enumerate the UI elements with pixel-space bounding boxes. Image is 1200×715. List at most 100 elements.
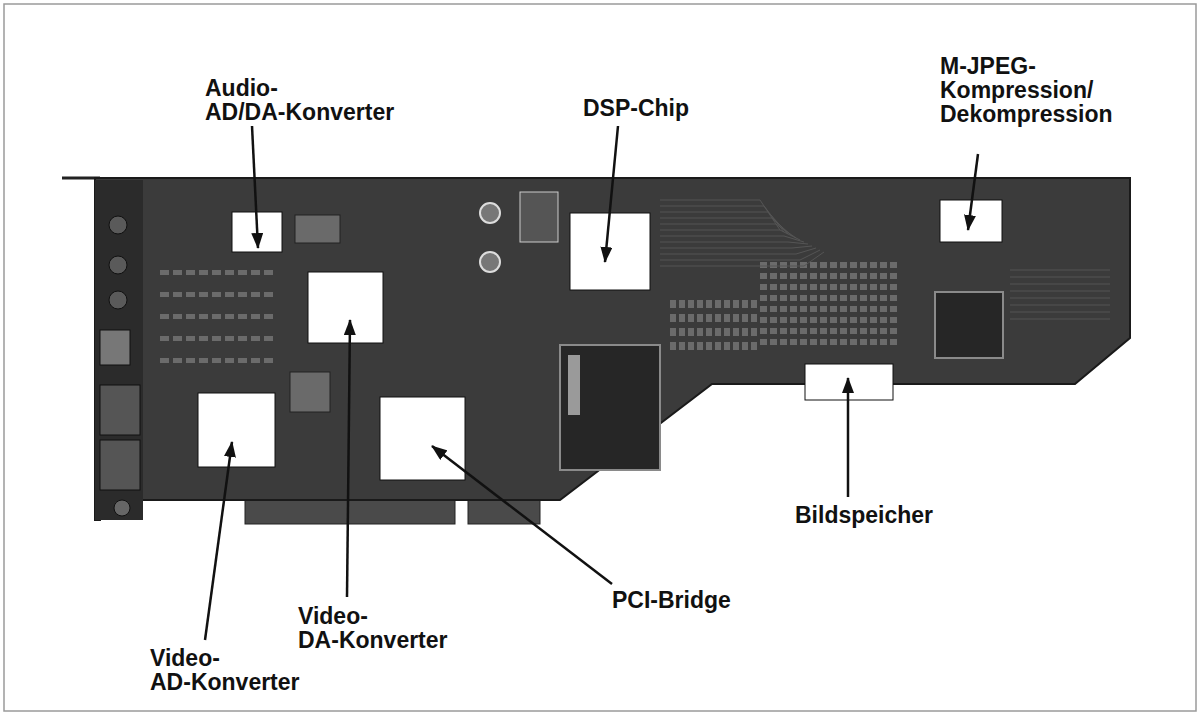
frame [4, 4, 1196, 711]
board-component [780, 284, 787, 290]
board-component [850, 339, 857, 345]
jack [100, 440, 140, 490]
board-component [199, 336, 208, 341]
board-component [870, 284, 877, 290]
board-component [770, 328, 777, 334]
board-component [840, 262, 847, 268]
board-component [850, 295, 857, 301]
board-component [173, 292, 182, 297]
label-line: PCI-Bridge [612, 588, 731, 612]
board-component [251, 292, 260, 297]
board-trace [660, 252, 824, 266]
board-component [830, 306, 837, 312]
board-component [238, 270, 247, 275]
board-component [264, 336, 273, 341]
board-component [212, 314, 221, 319]
board-component [225, 336, 234, 341]
board-component [264, 270, 273, 275]
board-component [238, 336, 247, 341]
part-label: Video- AD-Konverter [150, 646, 300, 694]
board-trace [1010, 270, 1110, 271]
board-component [733, 300, 739, 308]
board-component [742, 342, 748, 350]
board-component [715, 300, 721, 308]
board-component [760, 273, 767, 279]
part-label: Audio- AD/DA-Konverter [205, 76, 394, 124]
board-component [860, 262, 867, 268]
board-component [820, 317, 827, 323]
board-component [810, 295, 817, 301]
board-component [225, 292, 234, 297]
board-component [880, 328, 887, 334]
board-component [733, 314, 739, 322]
board-trace [660, 212, 788, 234]
crystal [520, 192, 558, 242]
board-component [890, 339, 897, 345]
board-trace [1010, 305, 1110, 306]
board-component [238, 358, 247, 363]
board-component [760, 262, 767, 268]
board-component [880, 273, 887, 279]
chip [935, 292, 1003, 358]
board-component [860, 284, 867, 290]
board-component [880, 262, 887, 268]
board-component [800, 295, 807, 301]
board-trace [660, 206, 784, 232]
board-component [688, 342, 694, 350]
board-component [760, 306, 767, 312]
board-component [790, 295, 797, 301]
jack [109, 291, 127, 309]
board-component [225, 358, 234, 363]
board-component [706, 342, 712, 350]
board-component [697, 300, 703, 308]
board-component [880, 295, 887, 301]
board-component [186, 270, 195, 275]
board-trace [660, 200, 780, 230]
board-component [186, 314, 195, 319]
board-component [830, 284, 837, 290]
board-component [830, 339, 837, 345]
board-component [860, 328, 867, 334]
label-line: Bildspeicher [795, 503, 933, 527]
board-component [742, 300, 748, 308]
part-label: Bildspeicher [795, 503, 933, 527]
board-component [820, 284, 827, 290]
jack [109, 256, 127, 274]
leader-arrow [347, 320, 350, 597]
board-component [800, 284, 807, 290]
board-component [679, 328, 685, 336]
board-trace [1010, 312, 1110, 313]
board-component [760, 339, 767, 345]
board-component [790, 339, 797, 345]
board-component [751, 342, 757, 350]
board-component [670, 342, 676, 350]
board-component [880, 306, 887, 312]
board-component [697, 342, 703, 350]
label-line: Video- [150, 646, 300, 670]
board-trace [1010, 277, 1110, 278]
board-component [760, 284, 767, 290]
board-component [770, 284, 777, 290]
board-component [760, 328, 767, 334]
board-component [186, 358, 195, 363]
board-component [706, 300, 712, 308]
board-component [860, 306, 867, 312]
board-component [670, 314, 676, 322]
board-component [173, 358, 182, 363]
board-component [173, 314, 182, 319]
board-component [212, 292, 221, 297]
circuit-board [95, 178, 1130, 520]
leader-arrow [205, 442, 232, 640]
label-line: M-JPEG- [940, 54, 1113, 78]
board-component [830, 262, 837, 268]
board-component [160, 358, 169, 363]
board-trace [1010, 284, 1110, 285]
board-component [820, 339, 827, 345]
board-component [840, 317, 847, 323]
leader-arrow [605, 126, 618, 262]
board-component [890, 273, 897, 279]
board-component [715, 342, 721, 350]
board-component [688, 300, 694, 308]
board-component [251, 270, 260, 275]
